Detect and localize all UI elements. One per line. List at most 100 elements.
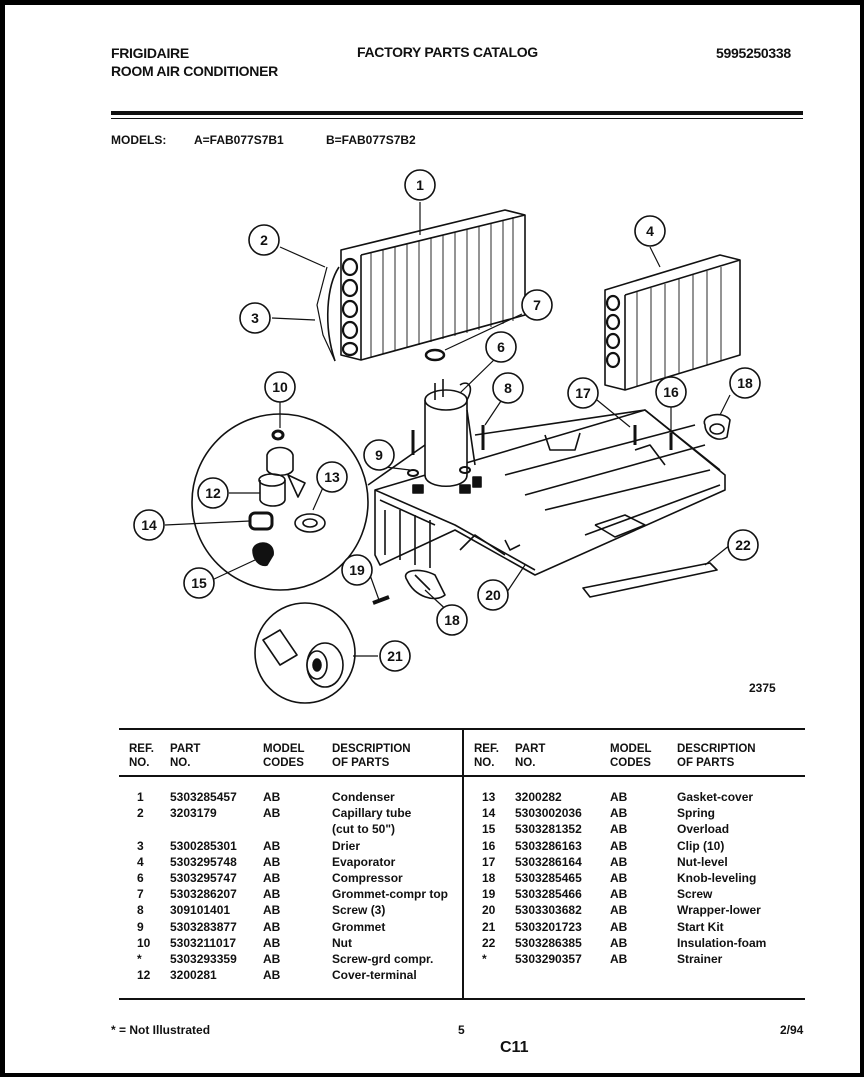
start-kit-detail-circle	[254, 602, 356, 704]
section-code: C11	[500, 1039, 529, 1056]
right-model-column: AB AB AB AB AB AB AB AB AB AB AB	[610, 789, 627, 967]
insulation-foam-drawing	[582, 562, 718, 598]
table-cell: 5303293359	[170, 951, 237, 966]
table-cell: Drier	[332, 838, 361, 853]
table-cell: Screw	[677, 887, 713, 902]
table-cell: 5303281352	[515, 822, 582, 837]
left-ref-column: 1 2 3 4 6 7 8 9 10 * 12	[137, 789, 150, 983]
models-label: MODELS:	[111, 133, 167, 147]
table-cell: AB	[610, 887, 628, 902]
date: 2/94	[780, 1023, 804, 1037]
model-b: B=FAB077S7B2	[326, 133, 416, 147]
svg-text:4: 4	[646, 223, 654, 239]
callout-20: 20	[477, 579, 509, 611]
table-cell: Nut	[332, 935, 352, 950]
table-cell: (cut to 50")	[332, 822, 396, 837]
svg-text:17: 17	[575, 385, 591, 401]
table-cell: AB	[263, 887, 281, 902]
table-cell: AB	[263, 838, 281, 853]
header-model-right: MODEL CODES	[610, 743, 652, 769]
table-cell: 5303211017	[170, 935, 237, 950]
table-cell: 4	[137, 854, 144, 869]
callout-15: 15	[183, 567, 215, 599]
table-cell: *	[482, 951, 487, 966]
table-cell: Insulation-foam	[677, 935, 767, 950]
table-cell: 2	[137, 806, 144, 821]
svg-text:10: 10	[272, 379, 288, 395]
table-cell: 5303286163	[515, 838, 582, 853]
svg-text:12: 12	[205, 485, 221, 501]
table-cell: 5303285457	[170, 790, 237, 804]
table-cell: 5303002036	[515, 806, 582, 821]
table-cell: AB	[263, 903, 281, 918]
table-cell: 5303295747	[170, 870, 237, 885]
header-rule-thick	[111, 111, 803, 115]
svg-text:2: 2	[260, 232, 268, 248]
table-cell: AB	[263, 968, 281, 983]
left-desc-column: Condenser Capillary tube (cut to 50") Dr…	[332, 789, 448, 983]
callout-12: 12	[197, 477, 229, 509]
table-cell: 5303303682	[515, 903, 582, 918]
svg-text:14: 14	[141, 517, 157, 533]
callout-10: 10	[264, 371, 296, 403]
table-cell: 3203179	[170, 806, 217, 821]
table-cell: AB	[610, 935, 628, 950]
table-cell: 309101401	[170, 903, 231, 918]
table-cell: 8	[137, 903, 144, 918]
svg-text:6: 6	[497, 339, 505, 355]
svg-text:9: 9	[375, 447, 383, 463]
figure-number: 2375	[749, 681, 776, 695]
terminal-detail-circle	[191, 413, 426, 591]
table-cell: 21	[482, 919, 496, 934]
table-cell: Grommet	[332, 919, 386, 934]
table-cell: 3200282	[515, 790, 562, 804]
table-cell: Capillary tube	[332, 806, 412, 821]
svg-text:19: 19	[349, 562, 365, 578]
svg-text:16: 16	[663, 384, 679, 400]
table-cell: 5303286207	[170, 887, 237, 902]
callout-19: 19	[341, 554, 373, 586]
table-cell: Knob-leveling	[677, 870, 757, 885]
callout-2: 2	[248, 224, 280, 256]
table-cell: Grommet-compr top	[332, 887, 449, 902]
svg-text:18: 18	[737, 375, 753, 391]
header-rule-thin	[111, 118, 803, 119]
table-cell: Evaporator	[332, 854, 396, 869]
table-cell: AB	[610, 838, 628, 853]
callout-13: 13	[316, 461, 348, 493]
table-cell: 5303285466	[515, 887, 582, 902]
table-cell: AB	[610, 870, 628, 885]
table-cell: 15	[482, 822, 496, 837]
table-cell: 16	[482, 838, 496, 853]
table-cell: 9	[137, 919, 144, 934]
table-cell: AB	[263, 806, 281, 821]
table-cell: AB	[263, 790, 281, 804]
callout-14: 14	[133, 509, 165, 541]
table-cell: AB	[610, 790, 628, 804]
catalog-number: 5995250338	[716, 45, 791, 61]
table-cell: 3200281	[170, 968, 217, 983]
svg-text:7: 7	[533, 297, 541, 313]
table-cell: 3	[137, 838, 144, 853]
table-cell: 5303295748	[170, 854, 237, 869]
table-cell: AB	[610, 854, 628, 869]
callout-1: 1	[404, 169, 436, 201]
header-ref-left: REF. NO.	[129, 743, 154, 769]
compressor-drawing	[412, 379, 482, 494]
header-desc-left: DESCRIPTION OF PARTS	[332, 743, 411, 769]
table-cell: AB	[610, 919, 628, 934]
base-pan-drawing	[374, 409, 726, 576]
product-name: ROOM AIR CONDITIONER	[111, 63, 278, 79]
callout-18-left: 18	[436, 604, 468, 636]
table-cell: AB	[263, 919, 281, 934]
right-desc-column: Gasket-cover Spring Overload Clip (10) N…	[677, 789, 766, 967]
table-cell: 13	[482, 790, 496, 804]
table-cell: 6	[137, 870, 144, 885]
header-part-left: PART NO.	[170, 743, 201, 769]
svg-text:18: 18	[444, 612, 460, 628]
table-cell: AB	[610, 822, 628, 837]
table-cell: Wrapper-lower	[677, 903, 761, 918]
knob-and-screw-drawing	[372, 413, 731, 605]
svg-text:3: 3	[251, 310, 259, 326]
table-cell: Clip (10)	[677, 838, 725, 853]
